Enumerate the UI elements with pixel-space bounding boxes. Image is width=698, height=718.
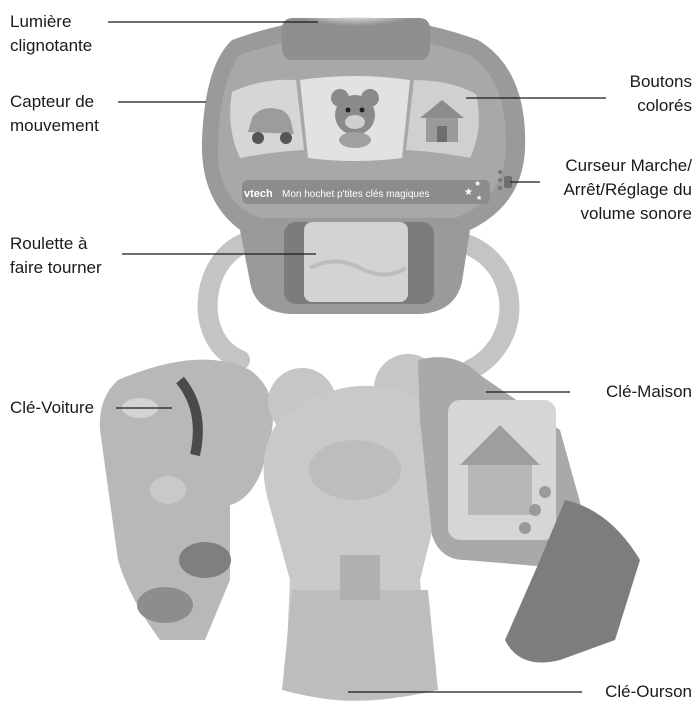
house-key bbox=[418, 357, 640, 663]
label-colored-buttons: Boutons colorés bbox=[629, 72, 692, 115]
ring-left bbox=[197, 230, 265, 370]
svg-text:★: ★ bbox=[474, 179, 481, 188]
car-key bbox=[99, 359, 274, 640]
bear-icon bbox=[331, 89, 379, 148]
product-name: Mon hochet p'tites clés magiques bbox=[282, 189, 430, 200]
label-power-volume-switch: Curseur Marche/ Arrêt/Réglage du volume … bbox=[563, 156, 692, 223]
button-house bbox=[406, 80, 479, 158]
roller-wheel bbox=[284, 222, 434, 304]
label-car-key: Clé-Voiture bbox=[10, 398, 95, 417]
label-house-key: Clé-Maison bbox=[606, 382, 692, 401]
power-switch bbox=[498, 170, 512, 190]
house-icon bbox=[420, 100, 464, 142]
button-bear bbox=[300, 76, 410, 161]
ring-right bbox=[440, 230, 520, 380]
svg-text:★: ★ bbox=[464, 187, 473, 198]
bear-key bbox=[263, 354, 446, 701]
brand-strip: ★ ★ ★ bbox=[242, 179, 490, 204]
label-flashing-light: Lumière clignotante bbox=[10, 12, 93, 55]
button-car bbox=[230, 79, 304, 158]
leader-lines bbox=[108, 21, 606, 693]
label-motion-sensor: Capteur de mouvement bbox=[10, 92, 99, 135]
svg-text:★: ★ bbox=[476, 194, 482, 202]
stars-icon: ★ ★ ★ bbox=[464, 179, 482, 202]
label-bear-key: Clé-Ourson bbox=[605, 682, 692, 701]
label-roller: Roulette à faire tourner bbox=[10, 234, 102, 277]
car-icon bbox=[248, 108, 294, 144]
flashing-light bbox=[282, 0, 430, 60]
brand-logo: vtech bbox=[244, 188, 273, 200]
